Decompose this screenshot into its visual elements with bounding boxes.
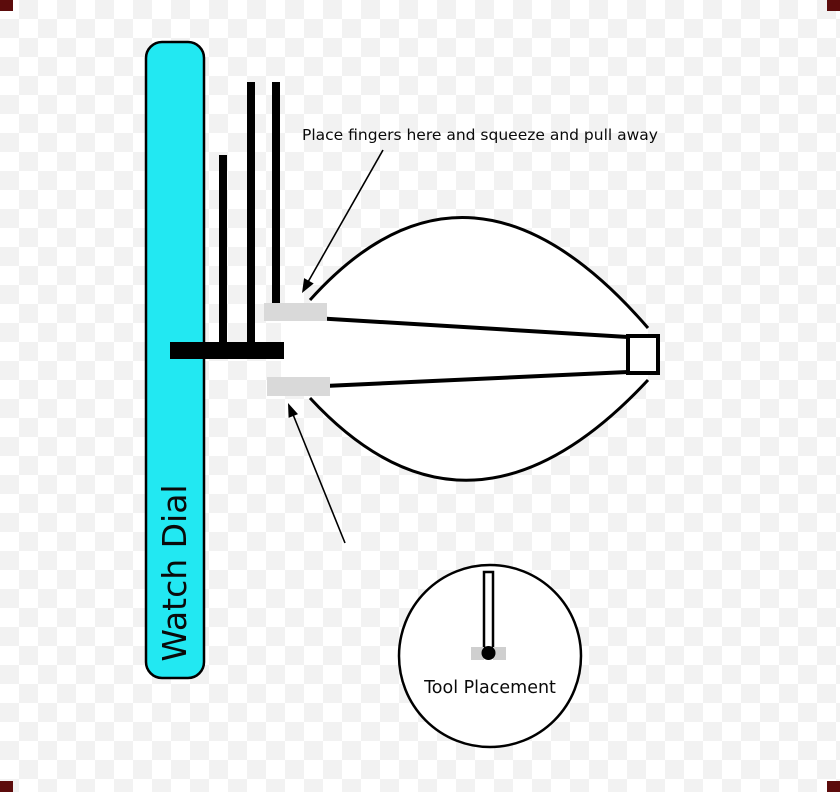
tool-body-top-edge [280, 314, 629, 339]
tool-placement-label: Tool Placement [423, 678, 556, 698]
corner-mark-top-right [827, 0, 840, 11]
mini-tool-pad-right [493, 647, 506, 660]
tool-body-bottom-edge [280, 370, 629, 390]
mini-tool-pad-left [471, 647, 484, 660]
tool-grip-top-arc [308, 216, 650, 329]
tool-tip-cap [626, 334, 660, 375]
arrow-line-bottom [291, 411, 346, 544]
corner-mark-bottom-left [0, 781, 13, 792]
corner-mark-top-left [0, 0, 13, 11]
tool-body-fill [281, 316, 628, 388]
corner-mark-bottom-right [827, 781, 840, 792]
watch-dial-bar [144, 40, 206, 680]
finger-pad-bottom [267, 377, 330, 396]
mini-tool-hub [481, 646, 496, 660]
arrowhead-bottom [288, 403, 298, 418]
arrow-line-top [307, 149, 384, 283]
mini-tool-stem [482, 570, 495, 650]
arrowhead-top [302, 278, 314, 293]
hand-hub-bar [170, 342, 284, 359]
instruction-label: Place fingers here and squeeze and pull … [302, 126, 658, 144]
arrow-to-bottom-pad [288, 403, 346, 544]
tool-placement-inset: Tool Placement [397, 563, 583, 749]
tool-grip-bottom-arc [308, 378, 650, 482]
watch-dial-label: Watch Dial [155, 484, 194, 661]
finger-pad-top [264, 303, 327, 321]
arrow-to-top-pad [302, 149, 384, 293]
